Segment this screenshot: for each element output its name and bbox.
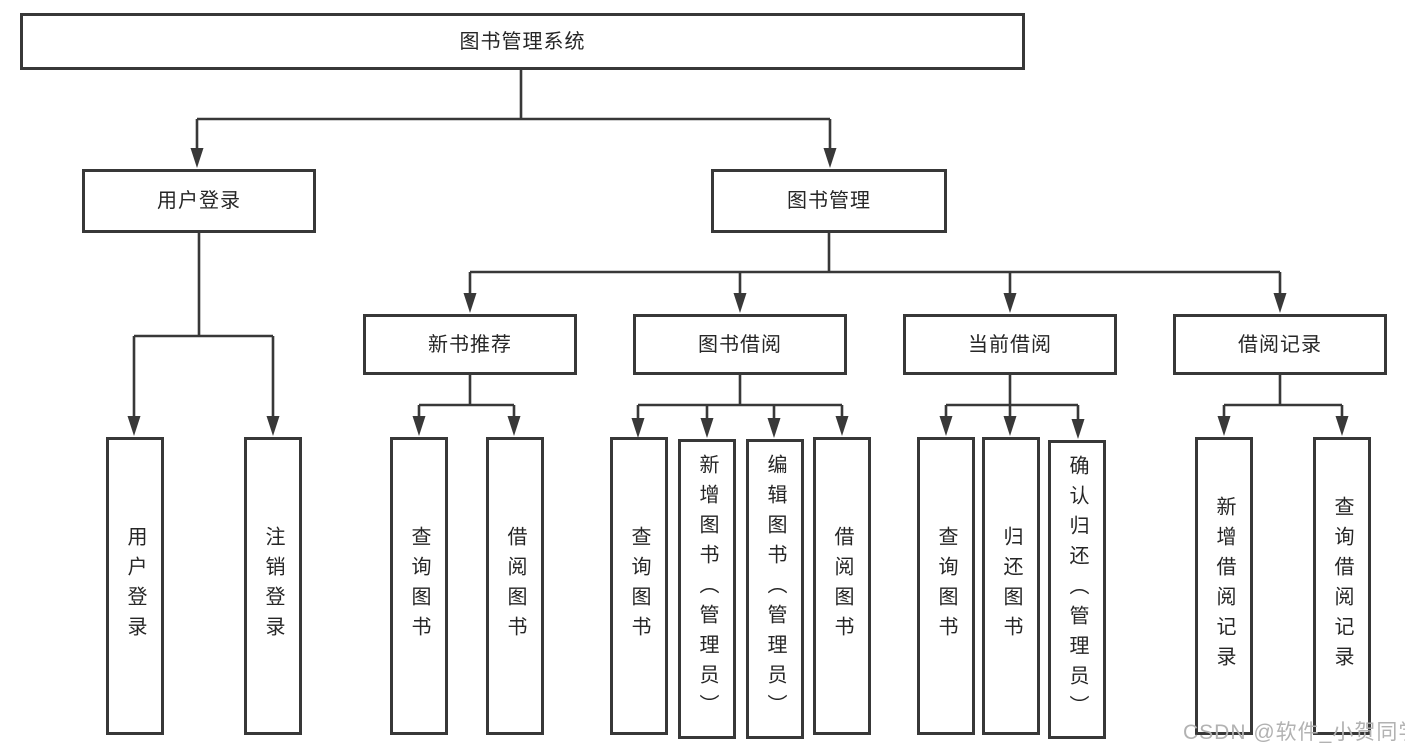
leaf-bb-query-books-label: 查询图书 — [628, 526, 650, 646]
node-book-management-label: 图书管理 — [787, 190, 871, 212]
leaf-cb-confirm-return-admin-label: 确认归还（管理员） — [1066, 454, 1088, 725]
node-current-borrowing: 当前借阅 — [903, 314, 1117, 375]
leaf-cb-confirm-return-admin: 确认归还（管理员） — [1048, 440, 1106, 739]
leaf-bb-add-books-admin-label: 新增图书（管理员） — [696, 454, 718, 724]
arrowheads — [127, 148, 1349, 439]
node-book-borrowing: 图书借阅 — [633, 314, 847, 375]
node-borrowing-records-label: 借阅记录 — [1238, 333, 1322, 356]
leaf-user-login: 用户登录 — [106, 437, 164, 735]
node-user-login: 用户登录 — [82, 169, 316, 233]
node-root: 图书管理系统 — [20, 13, 1025, 70]
leaf-br-query-record-label: 查询借阅记录 — [1331, 496, 1353, 676]
node-root-label: 图书管理系统 — [459, 30, 586, 53]
leaf-nbr-borrow-books: 借阅图书 — [486, 437, 544, 735]
leaf-bb-borrow-books-label: 借阅图书 — [831, 526, 853, 646]
leaf-cb-return-books: 归还图书 — [982, 437, 1040, 735]
leaf-bb-add-books-admin: 新增图书（管理员） — [678, 439, 736, 739]
leaf-nbr-query-books: 查询图书 — [390, 437, 448, 735]
node-book-management: 图书管理 — [711, 169, 947, 233]
leaf-nbr-query-books-label: 查询图书 — [408, 526, 430, 646]
csdn-watermark: CSDN @软件_小贺同学 — [1183, 721, 1405, 744]
node-book-borrowing-label: 图书借阅 — [698, 333, 782, 356]
leaf-cb-return-books-label: 归还图书 — [1000, 526, 1022, 646]
node-new-book-recommendation-label: 新书推荐 — [428, 333, 512, 356]
node-borrowing-records: 借阅记录 — [1173, 314, 1387, 375]
leaf-cb-query-books-label: 查询图书 — [935, 526, 957, 646]
leaf-bb-borrow-books: 借阅图书 — [813, 437, 871, 735]
leaf-br-add-record-label: 新增借阅记录 — [1213, 496, 1235, 676]
leaf-nbr-borrow-books-label: 借阅图书 — [504, 526, 526, 646]
node-new-book-recommendation: 新书推荐 — [363, 314, 577, 375]
leaf-logout: 注销登录 — [244, 437, 302, 735]
leaf-bb-edit-books-admin: 编辑图书（管理员） — [746, 439, 804, 739]
leaf-logout-label: 注销登录 — [262, 526, 284, 646]
leaf-cb-query-books: 查询图书 — [917, 437, 975, 735]
leaf-br-query-record: 查询借阅记录 — [1313, 437, 1371, 735]
node-user-login-label: 用户登录 — [157, 190, 241, 212]
node-current-borrowing-label: 当前借阅 — [968, 333, 1052, 356]
leaf-bb-query-books: 查询图书 — [610, 437, 668, 735]
leaf-bb-edit-books-admin-label: 编辑图书（管理员） — [764, 454, 786, 724]
leaf-br-add-record: 新增借阅记录 — [1195, 437, 1253, 735]
leaf-user-login-label: 用户登录 — [124, 526, 146, 646]
